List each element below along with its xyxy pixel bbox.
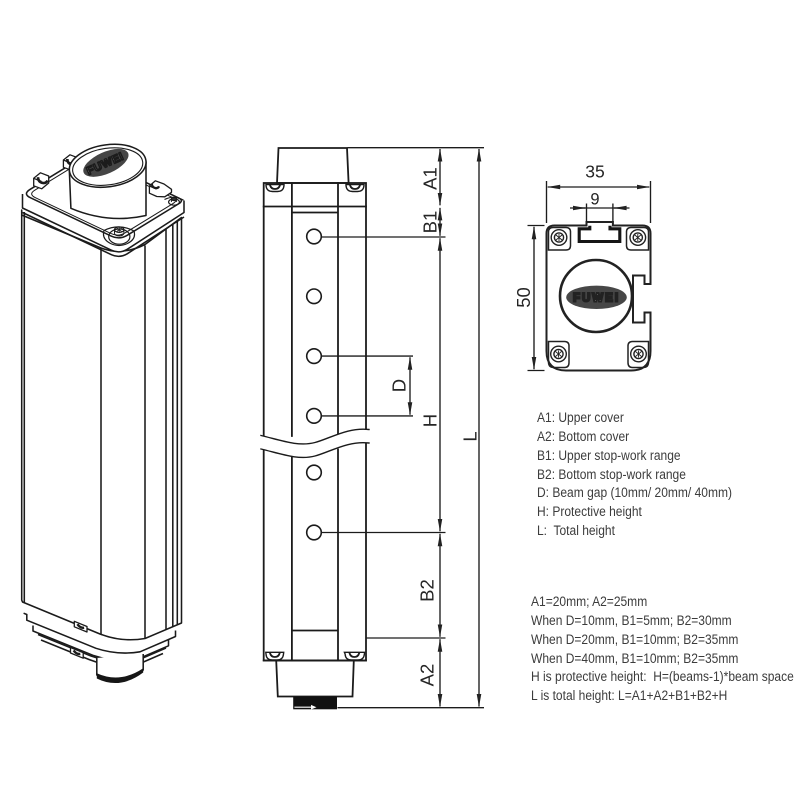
svg-text:D: D [389,379,410,392]
svg-text:B2: B2 [417,579,438,602]
svg-text:A2: A2 [417,664,438,687]
svg-text:50: 50 [513,287,534,308]
svg-text:35: 35 [585,161,604,181]
svg-text:FUWEI: FUWEI [573,293,620,305]
svg-text:H: H [420,414,441,427]
svg-text:9: 9 [590,190,599,208]
svg-text:B1: B1 [420,211,441,234]
svg-text:A1: A1 [420,167,441,190]
svg-text:L: L [460,431,481,441]
